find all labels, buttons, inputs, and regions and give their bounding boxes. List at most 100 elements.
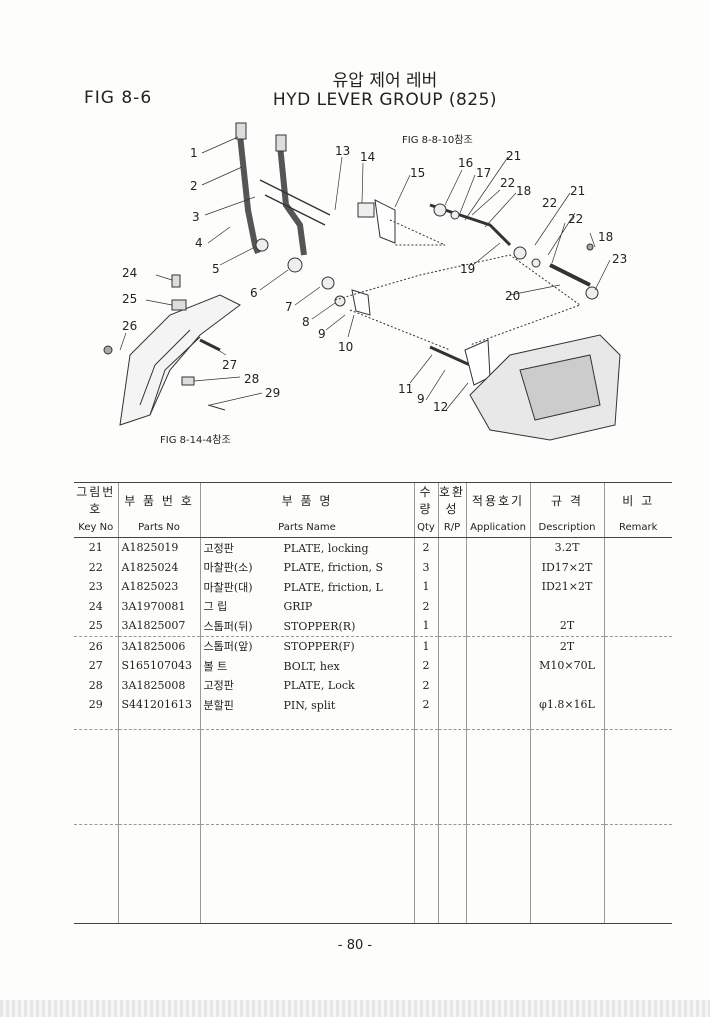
row-description: 3.2T (529, 537, 604, 558)
callout-8: 8 (302, 315, 310, 329)
row-part-name-english: BOLT, hex (283, 659, 340, 673)
row-part-name-english: STOPPER(R) (283, 619, 356, 633)
row-application (465, 557, 530, 577)
row-rp (437, 695, 466, 715)
washer-16 (433, 203, 447, 217)
row-part-name-korean: 스톱퍼(앞) (203, 640, 253, 654)
washer-5 (255, 238, 269, 252)
grip-left (235, 122, 247, 140)
row-part-number: A1825024 (117, 557, 200, 577)
washer-22b (531, 258, 541, 268)
routing-lines (334, 219, 582, 351)
callout-13: 13 (335, 144, 350, 158)
figure-label: FIG 8-6 (84, 88, 153, 108)
blank-row (74, 714, 672, 730)
block-14 (357, 202, 375, 218)
blank-row (74, 729, 672, 825)
row-rp (437, 577, 466, 597)
exploded-parts-diagram: 1 2 3 4 5 6 7 8 9 10 11 9 12 13 14 15 16… (103, 122, 627, 446)
row-rp (437, 557, 466, 577)
bushing-6 (287, 257, 303, 273)
row-rp (437, 636, 466, 656)
table-footer-row (74, 824, 672, 924)
page-title-english: HYD LEVER GROUP (825) (272, 90, 498, 110)
scan-edge (0, 1000, 710, 1017)
callout-10: 10 (338, 340, 353, 354)
row-part-number: A1825023 (117, 577, 200, 597)
row-description: 2T (529, 616, 604, 637)
reference-note-top: FIG 8-8-10참조 (402, 134, 473, 146)
row-part-number: 3A1825008 (117, 675, 200, 695)
callout-3: 3 (192, 210, 200, 224)
row-part-name-english: PIN, split (283, 698, 336, 712)
row-part-name-english: PLATE, locking (283, 541, 369, 555)
row-rp (437, 596, 466, 616)
row-application (465, 675, 530, 695)
stopper-25 (171, 299, 187, 311)
bolt-18 (586, 243, 594, 251)
row-part-name: 볼 트 BOLT, hex (199, 656, 414, 676)
row-remark (603, 577, 672, 597)
callout-11: 11 (398, 382, 413, 396)
row-remark (603, 636, 672, 656)
row-application (465, 596, 530, 616)
washer-17 (450, 210, 460, 220)
grip-right (275, 134, 287, 152)
callout-12: 12 (433, 400, 448, 414)
row-qty: 2 (413, 675, 438, 695)
lever-guide-plate (119, 294, 241, 426)
row-qty: 2 (413, 537, 438, 558)
row-description (529, 596, 604, 616)
row-key: 21 (88, 541, 103, 555)
washer-23 (585, 286, 599, 300)
table-header-english: Key No Parts No Parts Name Qty R/P Appli… (74, 517, 672, 538)
rod-11 (429, 345, 471, 367)
row-part-name-korean: 볼 트 (203, 659, 228, 673)
row-remark (603, 675, 672, 695)
plate-28 (181, 376, 195, 386)
lever-right (277, 144, 307, 256)
row-remark (603, 537, 672, 558)
row-key: 26 (88, 639, 103, 653)
page-number: - 80 - (337, 938, 373, 953)
row-part-number: A1825019 (117, 537, 200, 558)
col-rp-ko: 호환성 (437, 482, 466, 517)
callout-15: 15 (410, 166, 425, 180)
row-qty: 2 (413, 596, 438, 616)
col-desc-ko: 규 격 (529, 482, 604, 517)
row-key: 24 (88, 599, 103, 613)
row-description: 2T (529, 636, 604, 656)
parts-table: 그림번호 부 품 번 호 부 품 명 수량 호환성 적용호기 규 격 비 고 K… (74, 482, 672, 924)
row-remark (603, 656, 672, 676)
callout-18a: 18 (516, 184, 531, 198)
row-part-name-korean: 고정판 (203, 541, 234, 555)
callout-6: 6 (250, 286, 258, 300)
row-part-number: 3A1825007 (117, 616, 200, 637)
row-application (465, 636, 530, 656)
callout-23: 23 (612, 252, 627, 266)
washer-8 (334, 295, 346, 307)
callout-20: 20 (505, 289, 520, 303)
row-part-number: S165107043 (117, 656, 200, 676)
row-application (465, 577, 530, 597)
callout-22b: 22 (542, 196, 557, 210)
callout-22a: 22 (500, 176, 515, 190)
callout-4: 4 (195, 236, 203, 250)
row-part-number: 3A1970081 (117, 596, 200, 616)
bracket-10 (351, 289, 371, 316)
callout-21b: 21 (570, 184, 585, 198)
row-part-name-korean: 스톱퍼(뒤) (203, 619, 253, 633)
row-application (465, 695, 530, 715)
row-qty: 1 (413, 577, 438, 597)
bracket-15 (374, 199, 396, 244)
callout-16: 16 (458, 156, 473, 170)
col-name-en: Parts Name (199, 517, 414, 538)
row-rp (437, 656, 466, 676)
